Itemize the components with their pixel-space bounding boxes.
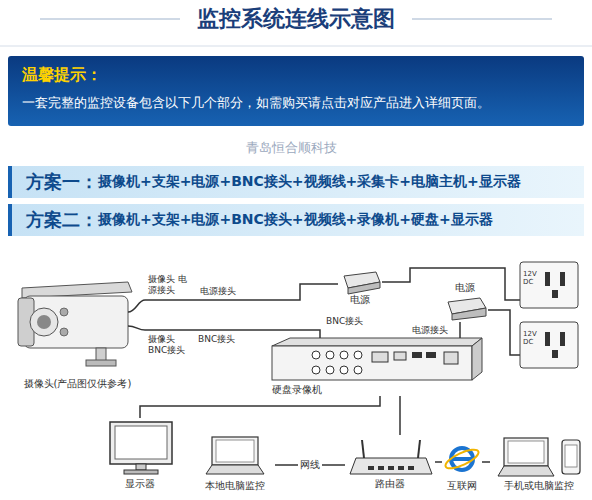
dvr: 硬盘录像机 — [272, 338, 482, 396]
connector-label: 摄像头 电源接头 — [148, 274, 192, 296]
connector-label: BNC接头 — [326, 316, 363, 327]
node-heading: 本地电脑监控 — [205, 480, 265, 492]
watermark: 青岛恒合顺科技 — [246, 140, 337, 156]
node-text: 摄像机+支架+电源+BNC接头+视频线+采集卡+电脑主机+显示器 — [98, 173, 521, 191]
node-heading: 方案一： — [26, 170, 98, 194]
remote-devices-drawing — [498, 438, 580, 476]
dvr-drawing — [272, 338, 482, 380]
voltage-label: 12V DC — [523, 270, 541, 287]
node-heading: 硬盘录像机 — [272, 384, 322, 396]
connector-label: BNC接头 — [198, 334, 235, 345]
node-heading: 电源 — [455, 282, 475, 294]
router: 路由器 — [345, 435, 435, 490]
node-text: 摄像机+支架+电源+BNC接头+视频线+录像机+硬盘+显示器 — [98, 211, 493, 229]
connector-label: 电源接头 — [412, 325, 448, 336]
plan-band: 方案二：摄像机+支架+电源+BNC接头+视频线+录像机+硬盘+显示器 — [8, 204, 584, 236]
cable-line — [435, 461, 442, 463]
cable — [400, 396, 401, 435]
plan-band: 方案一：摄像机+支架+电源+BNC接头+视频线+采集卡+电脑主机+显示器 — [8, 166, 584, 198]
node-heading: 摄像头(产品图仅供参考) — [24, 378, 132, 390]
tip-panel: 温馨提示： 一套完整的监控设备包含以下几个部分，如需购买请点击对应产品进入详细页面… — [8, 56, 584, 126]
camera: 摄像头(产品图仅供参考) — [10, 272, 145, 390]
laptop: 本地电脑监控 — [195, 432, 275, 492]
power-wire — [488, 310, 520, 355]
power-wire — [382, 268, 520, 300]
cable-line — [140, 396, 380, 418]
node-heading: 路由器 — [375, 478, 405, 490]
power-adapter — [448, 298, 486, 320]
edge-label: 网线 — [298, 459, 322, 471]
internet: 互联网 — [442, 440, 482, 492]
cable — [482, 462, 490, 463]
node-heading: 方案二： — [26, 208, 98, 232]
cable — [140, 396, 380, 418]
router-drawing — [350, 440, 432, 474]
cable-line — [482, 461, 490, 463]
voltage-label: 12V DC — [523, 330, 541, 347]
node-heading: 电源 — [350, 294, 370, 306]
power-adapter — [344, 272, 380, 294]
divider — [0, 46, 592, 47]
cable-line — [399, 396, 401, 435]
remote-monitor: 手机或电脑监控 — [490, 432, 588, 492]
monitor-drawing — [110, 422, 172, 474]
node-text: 一套完整的监控设备包含以下几个部分，如需购买请点击对应产品进入详细页面。 — [22, 94, 570, 112]
cable-line — [459, 322, 461, 338]
camera-drawing — [18, 282, 145, 366]
connector-label: 电源接头 — [200, 286, 236, 297]
power-adapter: 电源 — [440, 282, 490, 322]
node-heading: 手机或电脑监控 — [504, 480, 574, 492]
node-heading: 显示器 — [125, 478, 155, 490]
monitor: 显示器 — [100, 418, 180, 490]
wall-socket — [520, 322, 578, 368]
title: 监控系统连线示意图 — [0, 4, 592, 34]
title-rule — [412, 19, 552, 20]
node-heading: 温馨提示： — [22, 65, 570, 86]
cable — [435, 462, 442, 463]
laptop-drawing — [206, 437, 264, 474]
cable — [460, 322, 461, 338]
node-heading: 互联网 — [447, 480, 477, 492]
connector-label: 摄像头 BNC接头 — [148, 334, 192, 356]
title-rule — [40, 19, 180, 20]
internet-icon — [443, 446, 481, 472]
wall-socket — [520, 262, 578, 308]
power-adapter: 电源 — [338, 268, 382, 306]
